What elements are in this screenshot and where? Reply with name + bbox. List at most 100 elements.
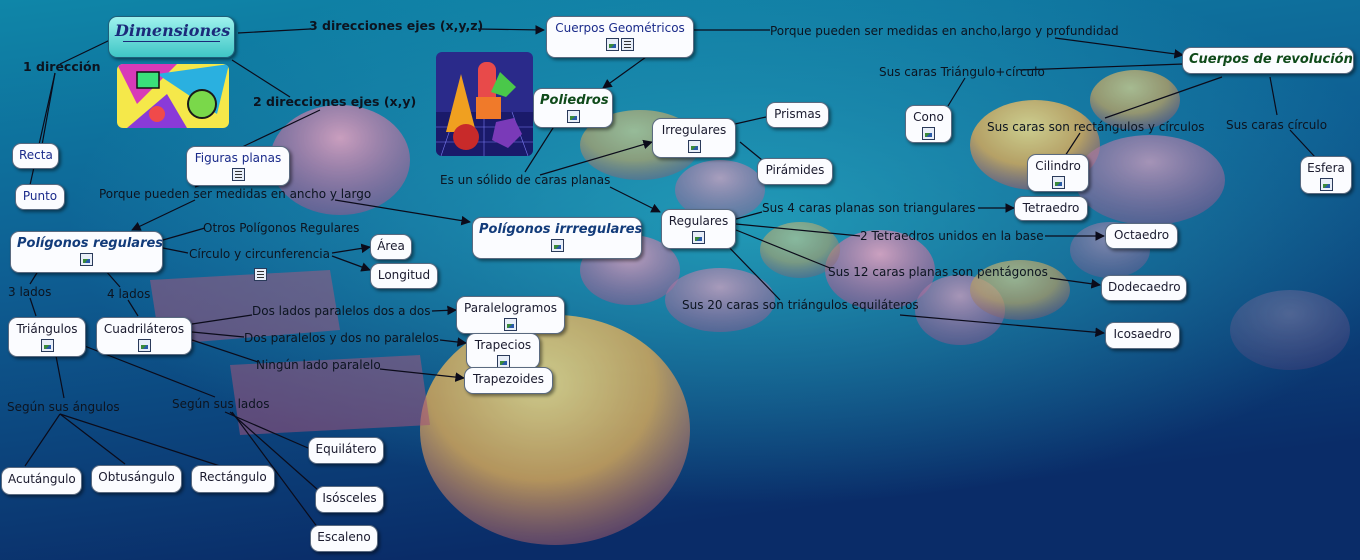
link-label-tres-direcciones: 3 direcciones ejes (x,y,z) <box>309 18 484 33</box>
node-area-label: Área <box>377 239 405 253</box>
link-label-segun-angulos: Según sus ángulos <box>7 400 120 414</box>
node-figuras-planas-label: Figuras planas <box>194 151 282 165</box>
node-escaleno[interactable]: Escaleno <box>310 525 378 552</box>
node-irregulares-label: Irregulares <box>661 123 727 137</box>
3d-solids-image <box>436 52 533 156</box>
node-icosaedro[interactable]: Icosaedro <box>1105 322 1180 349</box>
link-label-ancho-largo: Porque pueden ser medidas en ancho y lar… <box>99 187 372 201</box>
node-acutangulo-label: Acutángulo <box>8 472 76 486</box>
node-esfera[interactable]: Esfera <box>1300 156 1352 194</box>
image-resource-icon[interactable] <box>1051 176 1065 189</box>
title-underline <box>123 41 220 42</box>
node-acutangulo[interactable]: Acutángulo <box>1 467 82 495</box>
node-cuerpos-geometricos[interactable]: Cuerpos Geométricos <box>546 16 694 58</box>
node-cono[interactable]: Cono <box>905 105 952 143</box>
link-label-una-direccion: 1 dirección <box>23 59 101 74</box>
node-octaedro[interactable]: Octaedro <box>1105 223 1178 249</box>
node-prismas[interactable]: Prismas <box>766 102 829 128</box>
link-label-ancho-largo-profundidad: Porque pueden ser medidas en ancho,largo… <box>770 24 1119 38</box>
link-label-dos-direcciones: 2 direcciones ejes (x,y) <box>253 94 417 109</box>
node-recta[interactable]: Recta <box>12 143 59 169</box>
link-label-segun-lados: Según sus lados <box>172 397 270 411</box>
node-figuras-planas[interactable]: Figuras planas <box>186 146 290 186</box>
decorative-bubbles <box>150 70 1350 545</box>
node-esfera-label: Esfera <box>1307 161 1345 175</box>
node-piramides-label: Pirámides <box>765 163 825 177</box>
node-dodecaedro-label: Dodecaedro <box>1108 280 1181 294</box>
node-punto-label: Punto <box>22 189 58 203</box>
node-cuerpos-geometricos-label: Cuerpos Geométricos <box>555 21 685 35</box>
node-piramides[interactable]: Pirámides <box>757 158 833 185</box>
link-label-cuatro-lados: 4 lados <box>107 287 151 301</box>
image-resource-icon[interactable] <box>504 318 517 331</box>
node-isosceles-label: Isósceles <box>322 491 377 505</box>
node-regulares-label: Regulares <box>668 214 729 228</box>
node-cono-label: Cono <box>913 110 944 124</box>
node-poligonos-regulares[interactable]: Polígonos regulares <box>10 231 163 273</box>
node-cuerpos-revolucion[interactable]: Cuerpos de revolución <box>1182 47 1354 74</box>
node-triangulos-label: Triángulos <box>16 322 78 336</box>
node-longitud-label: Longitud <box>377 268 431 282</box>
colorful-shapes-image <box>117 64 229 128</box>
node-paralelogramos[interactable]: Paralelogramos <box>456 296 565 334</box>
node-cilindro[interactable]: Cilindro <box>1027 154 1089 192</box>
node-longitud[interactable]: Longitud <box>370 263 438 289</box>
node-dodecaedro[interactable]: Dodecaedro <box>1101 275 1187 301</box>
node-paralelogramos-label: Paralelogramos <box>464 301 557 315</box>
node-prismas-label: Prismas <box>774 107 821 121</box>
document-resource-icon[interactable] <box>621 38 634 51</box>
link-label-veinte-caras: Sus 20 caras son triángulos equiláteros <box>682 298 919 312</box>
node-rectangulo[interactable]: Rectángulo <box>191 465 275 493</box>
node-obtusangulo[interactable]: Obtusángulo <box>91 465 182 493</box>
link-label-otros-poligonos: Otros Polígonos Regulares <box>203 221 360 235</box>
link-label-dos-tetraedros: 2 Tetraedros unidos en la base <box>860 229 1044 243</box>
node-rectangulo-label: Rectángulo <box>199 470 267 484</box>
image-resource-icon[interactable] <box>692 231 705 244</box>
node-punto[interactable]: Punto <box>15 184 65 210</box>
node-poliedros[interactable]: Poliedros <box>533 88 613 128</box>
image-resource-icon[interactable] <box>80 253 93 266</box>
node-isosceles[interactable]: Isósceles <box>315 486 384 513</box>
node-icosaedro-label: Icosaedro <box>1113 327 1172 341</box>
node-recta-label: Recta <box>19 148 53 162</box>
node-octaedro-label: Octaedro <box>1113 228 1170 242</box>
node-cilindro-label: Cilindro <box>1035 159 1081 173</box>
node-trapezoides-label: Trapezoides <box>472 372 545 386</box>
node-triangulos[interactable]: Triángulos <box>8 317 86 357</box>
node-trapecios[interactable]: Trapecios <box>466 333 540 369</box>
node-dimensiones[interactable]: Dimensiones <box>108 16 235 58</box>
document-icon <box>254 268 267 281</box>
node-irregulares[interactable]: Irregulares <box>652 118 736 158</box>
image-resource-icon[interactable] <box>550 239 564 252</box>
image-resource-icon[interactable] <box>687 140 701 153</box>
link-label-caras-rectangulos-circulos: Sus caras son rectángulos y círculos <box>987 120 1205 134</box>
node-tetraedro-label: Tetraedro <box>1022 201 1080 215</box>
image-resource-icon[interactable] <box>566 110 580 123</box>
node-area[interactable]: Área <box>370 234 412 260</box>
link-label-dos-paralelos-dos-a-dos: Dos lados paralelos dos a dos <box>252 304 431 318</box>
document-resource-icon[interactable] <box>231 168 245 181</box>
node-cuadrilateros-label: Cuadriláteros <box>103 322 185 336</box>
image-resource-icon[interactable] <box>922 127 935 140</box>
node-poliedros-label: Poliedros <box>540 93 609 108</box>
link-label-cuatro-caras: Sus 4 caras planas son triangulares <box>762 201 976 215</box>
node-cuadrilateros[interactable]: Cuadriláteros <box>96 317 192 355</box>
image-resource-icon[interactable] <box>606 38 619 51</box>
node-escaleno-label: Escaleno <box>317 530 371 544</box>
link-label-doce-caras: Sus 12 caras planas son pentágonos <box>828 265 1048 279</box>
link-label-dos-paralelos-dos-no: Dos paralelos y dos no paralelos <box>244 331 439 345</box>
node-poligonos-irregulares-label: Polígonos irrregulares <box>479 222 643 237</box>
node-poligonos-irregulares[interactable]: Polígonos irrregulares <box>472 217 642 259</box>
node-cuerpos-revolucion-label: Cuerpos de revolución <box>1189 52 1353 67</box>
link-label-tres-lados: 3 lados <box>8 285 52 299</box>
node-regulares[interactable]: Regulares <box>661 209 736 249</box>
image-resource-icon[interactable] <box>1319 178 1333 191</box>
image-resource-icon[interactable] <box>40 339 54 352</box>
node-tetraedro[interactable]: Tetraedro <box>1014 196 1088 221</box>
link-label-circulo-circunferencia: Círculo y circunferencia <box>189 247 330 261</box>
document-resource-icon[interactable] <box>253 263 268 282</box>
node-equilatero[interactable]: Equilátero <box>308 437 384 464</box>
node-trapezoides[interactable]: Trapezoides <box>464 367 553 394</box>
image-resource-icon[interactable] <box>137 339 151 352</box>
